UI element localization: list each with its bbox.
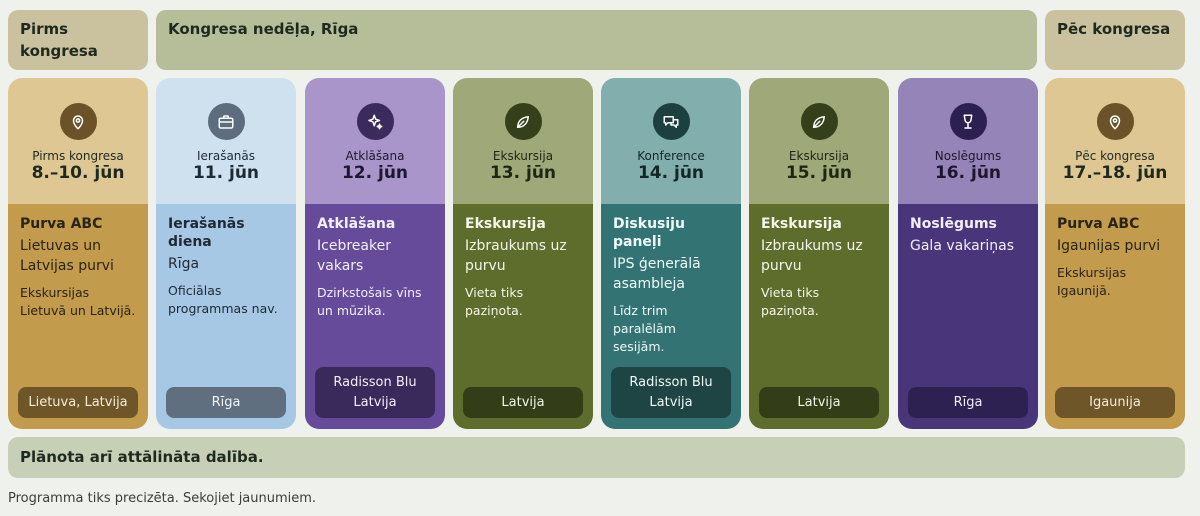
event-subtitle: Igaunijas purvi — [1057, 238, 1161, 254]
location-pin-icon — [59, 103, 97, 140]
event-subtitle: Rīga — [168, 256, 200, 272]
event-title: Ekskursija — [465, 216, 546, 232]
event-title: Atklāšana — [317, 216, 396, 232]
location-badge: Rīga — [166, 387, 286, 418]
day-label: Noslēgums — [934, 149, 1002, 163]
event-title: Ierašanās diena — [168, 216, 245, 250]
day-label: Atklāšana — [345, 149, 405, 163]
chat-bubbles-icon — [652, 103, 690, 140]
location-badge: Latvija — [463, 387, 583, 418]
day-label: Pirms kongresa — [32, 149, 124, 163]
day-date: 12. jūn — [341, 163, 409, 183]
event-subtitle: Izbraukums uz purvu — [761, 238, 863, 274]
event-note: Dzirkstošais vīns un mūzika. — [317, 285, 422, 318]
phase-pre-congress: Pirms kongresa — [8, 10, 148, 70]
location-badge: Lietuva, Latvija — [18, 387, 138, 418]
location-badge: Rīga — [908, 387, 1028, 418]
location-pin-icon — [1096, 103, 1134, 140]
day-label: Ekskursija — [492, 149, 554, 163]
remote-participation-banner: Plānota arī attālināta dalība. — [8, 437, 1185, 478]
event-note: Oficiālas programmas nav. — [168, 283, 278, 316]
day-date: 14. jūn — [637, 163, 705, 183]
event-subtitle: Icebreaker vakars — [317, 238, 391, 274]
event-subtitle: Gala vakariņas — [910, 238, 1015, 254]
event-note: Ekskursijas Igaunijā. — [1057, 265, 1127, 298]
wine-glass-icon — [949, 103, 987, 140]
day-date: 8.–10. jūn — [31, 163, 125, 183]
day-label: Pēc kongresa — [1075, 149, 1155, 163]
day-date: 16. jūn — [934, 163, 1002, 183]
briefcase-icon — [207, 103, 245, 140]
event-title: Diskusiju paneļi — [613, 216, 685, 250]
event-subtitle: Lietuvas un Latvijas purvi — [20, 238, 114, 274]
event-subtitle: Izbraukums uz purvu — [465, 238, 567, 274]
day-label: Konference — [637, 149, 705, 163]
location-badge: Latvija — [759, 387, 879, 418]
location-badge: Radisson Blu Latvija — [315, 367, 435, 418]
event-title: Purva ABC — [1057, 216, 1140, 232]
leaf-icon — [800, 103, 838, 140]
event-title: Purva ABC — [20, 216, 103, 232]
day-date: 11. jūn — [192, 163, 260, 183]
event-title: Noslēgums — [910, 216, 997, 232]
phase-congress-week: Kongresa nedēļa, Rīga — [156, 10, 1037, 70]
phase-post-congress: Pēc kongresa — [1045, 10, 1185, 70]
event-note: Vieta tiks paziņota. — [761, 285, 820, 318]
day-date: 15. jūn — [785, 163, 853, 183]
event-note: Ekskursijas Lietuvā un Latvijā. — [20, 285, 136, 318]
sparkle-icon — [356, 103, 394, 140]
day-date: 13. jūn — [489, 163, 557, 183]
day-label: Ekskursija — [788, 149, 850, 163]
event-note: Vieta tiks paziņota. — [465, 285, 524, 318]
leaf-icon — [504, 103, 542, 140]
event-title: Ekskursija — [761, 216, 842, 232]
day-date: 17.–18. jūn — [1062, 163, 1168, 183]
location-badge: Igaunija — [1055, 387, 1175, 418]
event-note: Līdz trim paralēlām sesijām. — [613, 303, 676, 354]
location-badge: Radisson Blu Latvija — [611, 367, 731, 418]
event-subtitle: IPS ģenerālā asambleja — [613, 256, 701, 292]
day-label: Ierašanās — [196, 149, 256, 163]
footnote: Programma tiks precizēta. Sekojiet jaunu… — [8, 491, 317, 506]
